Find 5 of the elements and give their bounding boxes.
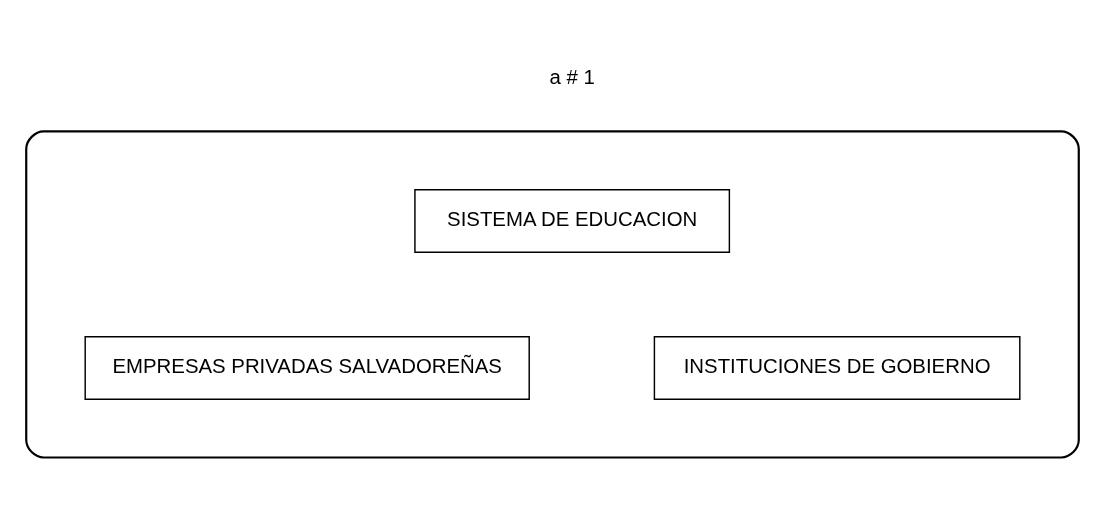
node-box: EMPRESAS PRIVADAS SALVADOREÑAS <box>84 335 530 400</box>
node-box: SISTEMA DE EDUCACION <box>414 188 731 253</box>
cluster <box>25 129 1080 459</box>
node-box: INSTITUCIONES DE GOBIERNO <box>653 335 1021 400</box>
label: a # 1 <box>549 65 595 88</box>
